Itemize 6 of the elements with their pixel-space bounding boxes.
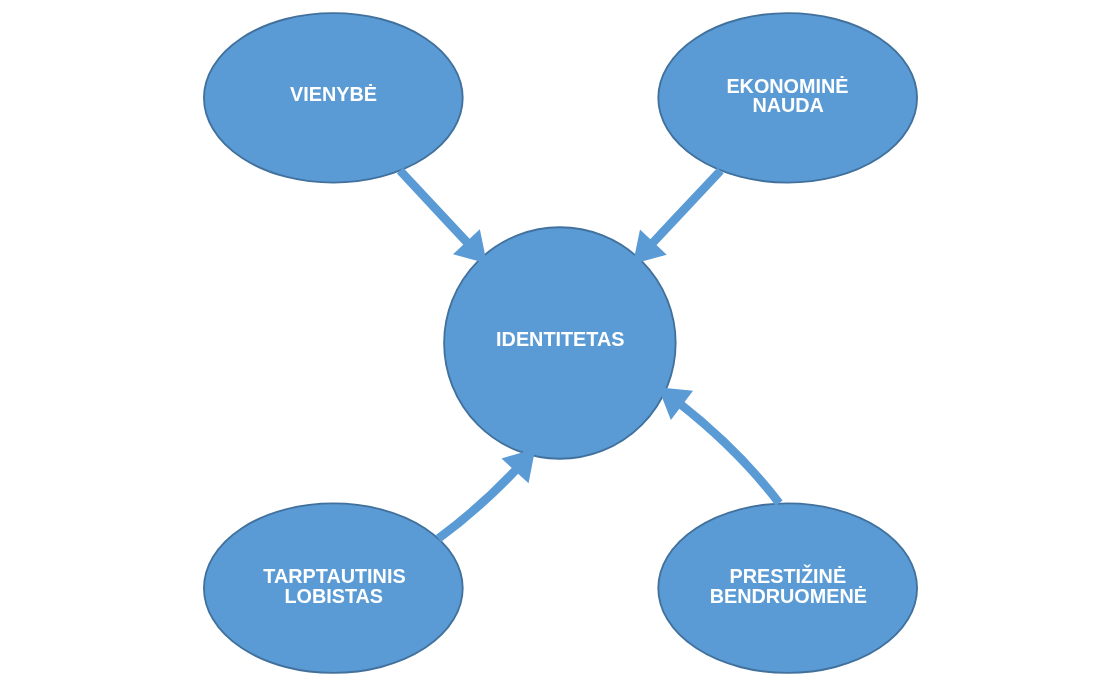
arrow [396,167,487,264]
node-ellipse: TARPTAUTINIS LOBISTAS [202,502,464,674]
node-ellipse: PRESTIŽINĖ BENDRUOMENĖ [656,502,918,674]
node-ellipse: EKONOMINĖ NAUDA [656,12,918,184]
node-ellipse: VIENYBĖ [202,12,464,184]
arrow [632,167,724,264]
